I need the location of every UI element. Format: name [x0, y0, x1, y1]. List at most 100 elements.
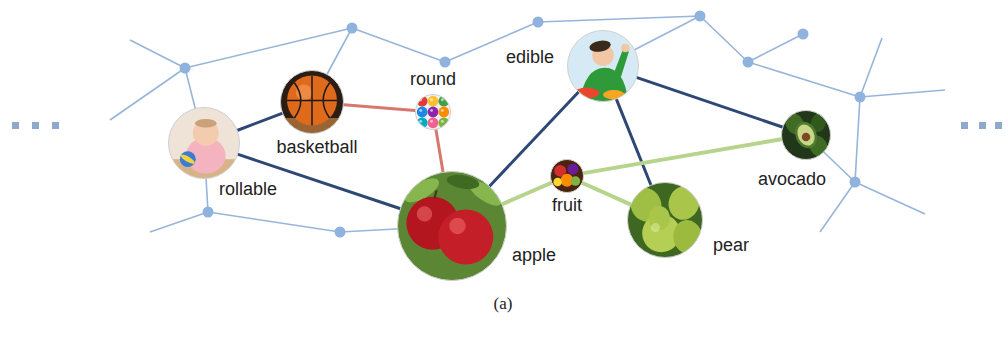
ellipsis-dot [979, 122, 986, 129]
relation-edge [238, 113, 282, 130]
picture [550, 159, 584, 193]
node-picture [550, 159, 584, 193]
relation-edge [583, 183, 631, 204]
picture-part [441, 98, 444, 101]
node-outline [169, 108, 240, 179]
picture-part [550, 159, 584, 193]
node-label: rollable [219, 180, 277, 200]
node-picture [397, 171, 507, 281]
picture-part [441, 120, 444, 123]
concept-node: fruit [550, 159, 584, 193]
picture-part [417, 96, 428, 107]
picture-part [571, 176, 581, 186]
concept-node: pear [627, 182, 703, 258]
node-picture [415, 94, 451, 130]
concept-node: basketball [280, 70, 344, 134]
picture-part [430, 98, 433, 101]
picture-part [430, 120, 433, 123]
relation-edge [637, 78, 782, 127]
node-label: round [410, 70, 456, 90]
network-dot [180, 63, 191, 74]
network-dot [533, 17, 544, 28]
picture-part [621, 44, 630, 53]
node-picture [168, 107, 240, 179]
picture-part [614, 50, 629, 77]
node-picture [280, 70, 344, 134]
picture [168, 107, 240, 231]
node-label: pear [713, 236, 749, 256]
picture-part [419, 109, 422, 112]
picture-part [296, 84, 312, 100]
picture-part [589, 39, 612, 53]
node-picture [781, 110, 831, 160]
picture-part [449, 218, 466, 235]
concept-node: apple [397, 171, 507, 281]
node-outline [398, 172, 507, 281]
picture-part [441, 109, 444, 112]
node-outline [281, 71, 344, 134]
picture-part [430, 109, 433, 112]
relation-edge [344, 105, 415, 111]
ellipsis-dot [995, 122, 1002, 129]
network-lines [110, 16, 945, 232]
network-dots [180, 11, 866, 238]
picture-part [438, 96, 449, 107]
relation-edge [616, 99, 650, 184]
picture-part [180, 151, 196, 167]
picture-part [791, 118, 822, 152]
node-label: edible [506, 48, 554, 68]
concept-node: edible [567, 30, 639, 102]
node-picture [567, 30, 639, 102]
picture [567, 30, 639, 102]
picture [626, 182, 705, 258]
picture-part [428, 96, 439, 107]
ellipsis-dot [52, 122, 59, 129]
picture-part [287, 75, 337, 125]
picture-part [802, 133, 811, 142]
ellipsis-dot [32, 122, 39, 129]
network-dot [440, 57, 451, 68]
concept-node: round [415, 94, 451, 130]
network-dot [798, 29, 809, 40]
node-label: basketball [276, 138, 357, 158]
picture-part [168, 107, 240, 179]
node-label: avocado [758, 170, 826, 190]
picture-part [574, 88, 599, 99]
picture [415, 94, 451, 130]
picture-part [428, 117, 439, 128]
picture-part [311, 75, 313, 125]
network-dot [695, 11, 706, 22]
picture-part [568, 164, 579, 175]
relation-edge [490, 92, 579, 186]
relation-edge [584, 139, 782, 173]
network-dot [855, 92, 866, 103]
picture [397, 171, 507, 281]
node-outline [551, 160, 584, 193]
picture-part [415, 94, 451, 130]
picture-part [438, 117, 449, 128]
picture-part [195, 119, 217, 128]
node-outline [628, 183, 703, 258]
picture-part [438, 210, 493, 265]
network-dot [335, 227, 346, 238]
picture-part [794, 122, 818, 149]
picture-part [417, 206, 432, 221]
picture-part [417, 117, 428, 128]
picture-part [438, 107, 449, 118]
picture-part [417, 107, 428, 118]
node-label: apple [512, 246, 556, 266]
concept-node: rollable [168, 107, 240, 179]
picture-part [294, 83, 300, 118]
picture-part [781, 110, 831, 160]
figure-caption: (a) [0, 294, 1006, 314]
relation-edge [502, 183, 551, 204]
node-outline [416, 95, 451, 130]
network-dot [203, 207, 214, 218]
node-label: fruit [552, 196, 582, 216]
node-outline [782, 111, 831, 160]
relation-edge [436, 130, 443, 172]
picture-part [428, 107, 439, 118]
picture-part [434, 190, 436, 198]
node-outline [568, 31, 639, 102]
